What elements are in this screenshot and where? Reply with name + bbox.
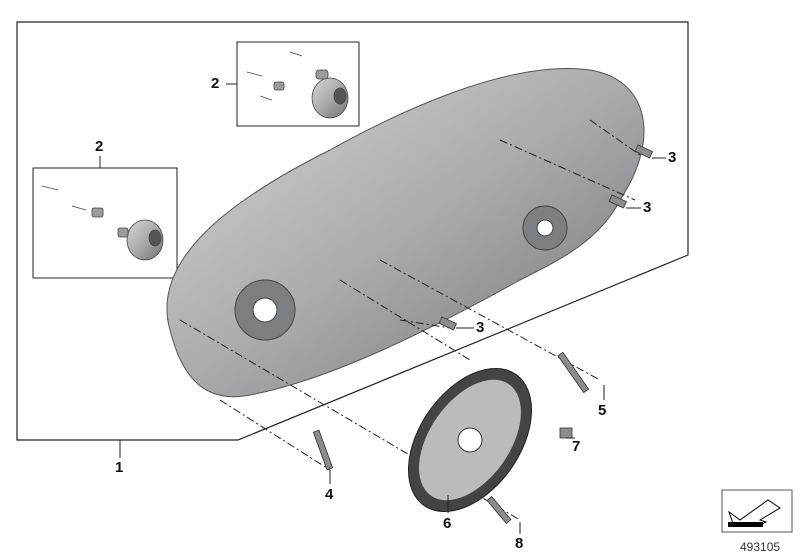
callout-1[interactable]: 1 [115,459,124,476]
catalog-number: 493105 [740,540,781,554]
bolts [312,144,654,524]
cover-seal-plate [407,367,533,513]
callout-8[interactable]: 8 [515,535,524,552]
back-arrow-icon[interactable] [721,489,793,533]
callout-7[interactable]: 7 [572,438,581,455]
kit-box-lower [32,167,178,279]
callout-3-lower[interactable]: 3 [476,319,485,336]
callout-2-upper[interactable]: 2 [211,75,220,92]
callout-3-top[interactable]: 3 [668,149,677,166]
callout-5[interactable]: 5 [598,402,607,419]
damper-kit-lower [41,185,164,261]
callout-4[interactable]: 4 [325,486,334,503]
callout-2-lower[interactable]: 2 [95,138,104,155]
callout-6[interactable]: 6 [443,515,452,532]
transmission-cover [166,67,645,398]
assembly-frame [16,21,689,441]
damper-kit-upper [246,51,349,119]
callout-3-middle[interactable]: 3 [643,199,652,216]
